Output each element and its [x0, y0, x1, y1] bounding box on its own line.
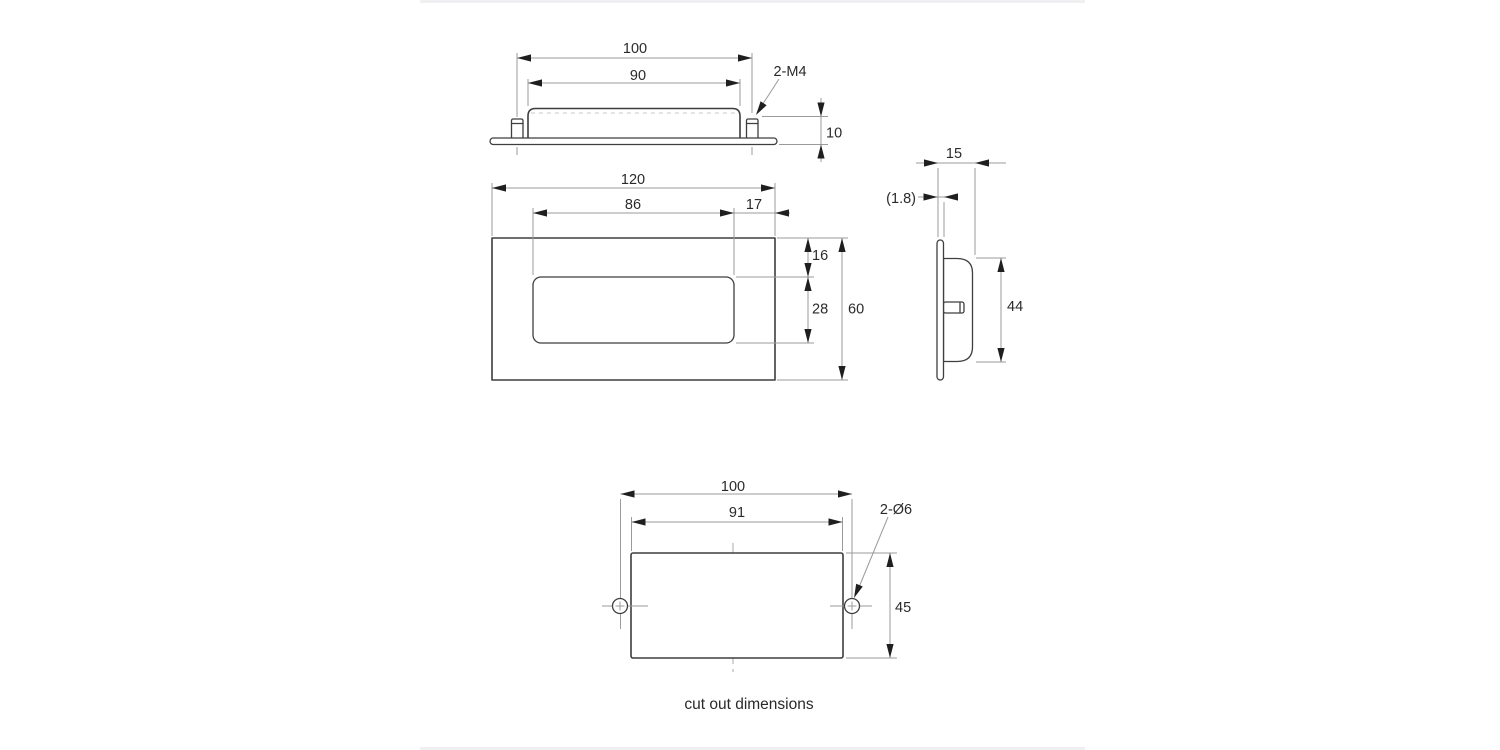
dim-side-flange-thickness: (1.8) [886, 191, 916, 207]
dim-side-body-height: 44 [1007, 299, 1023, 315]
left-stud [510, 118, 524, 140]
dim-front-overall-width: 120 [621, 172, 645, 188]
flange-side [936, 239, 945, 381]
front-dimensions: 120 86 17 16 28 60 [491, 172, 864, 381]
top-profile-object [489, 107, 778, 155]
side-object [936, 239, 974, 381]
side-dimensions: 15 (1.8) 44 [886, 146, 1023, 363]
bottom-edge-strip [420, 747, 1085, 750]
flange-profile [489, 137, 778, 146]
front-view: 120 86 17 16 28 60 [491, 172, 864, 381]
dim-top-overall-width: 100 [623, 41, 647, 57]
top-edge-strip [420, 0, 1085, 3]
stud-side [942, 301, 965, 314]
hole-spec-label: 2-Ø6 [880, 502, 912, 518]
cutout-view: 100 91 2-Ø6 45 cut out dimensions [602, 479, 912, 713]
top-profile-view: 100 90 2-M4 10 [489, 41, 842, 162]
recess-body-profile [527, 107, 741, 139]
dim-top-height: 10 [826, 126, 842, 142]
dim-top-recess-width: 90 [630, 68, 646, 84]
right-stud [745, 118, 759, 140]
dim-cutout-width: 91 [729, 505, 745, 521]
dim-front-edge-offset: 17 [746, 197, 762, 213]
hole-leader-line [856, 516, 889, 593]
dim-front-recess-width: 86 [625, 197, 641, 213]
dim-side-depth: 15 [946, 146, 962, 162]
recess-front-outline [532, 276, 735, 344]
dim-front-recess-height: 28 [812, 302, 828, 318]
cutout-object [602, 543, 872, 672]
cutout-outline [630, 552, 844, 659]
dim-front-overall-height: 60 [848, 302, 864, 318]
side-view: 15 (1.8) 44 [886, 146, 1023, 381]
dim-front-top-offset: 16 [812, 248, 828, 264]
cutout-dimensions-right: 45 [846, 552, 911, 659]
stud-spec-label: 2-M4 [773, 64, 806, 80]
front-object [491, 237, 776, 381]
cutout-caption: cut out dimensions [684, 696, 813, 713]
dim-cutout-height: 45 [895, 600, 911, 616]
top-profile-dimensions: 100 90 2-M4 10 [516, 41, 842, 162]
dim-cutout-hole-spacing: 100 [721, 479, 745, 495]
